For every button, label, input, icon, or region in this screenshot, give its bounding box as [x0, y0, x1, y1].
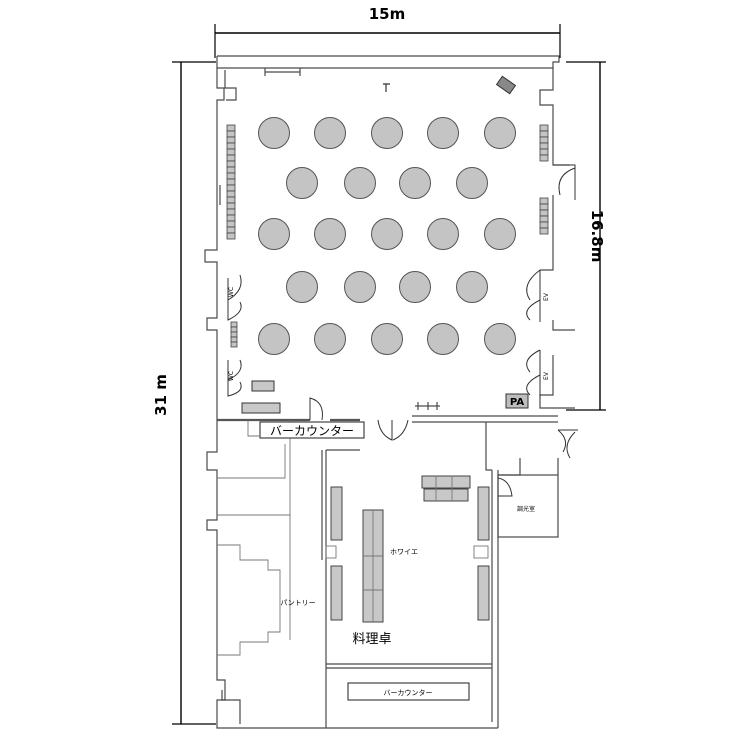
round-table — [258, 323, 290, 355]
round-table — [314, 218, 346, 250]
ev-label-upper: EV — [543, 292, 550, 301]
control-room-label: 調光室 — [517, 505, 535, 513]
pa-booth: PA — [505, 393, 529, 409]
stacked-chair — [230, 331, 238, 338]
stacked-chairs — [226, 124, 549, 348]
stacked-chair — [226, 220, 236, 228]
stacked-chair — [226, 196, 236, 204]
round-table — [344, 167, 376, 199]
pa-label: PA — [510, 397, 524, 408]
stacked-chair — [226, 166, 236, 174]
round-table — [344, 271, 376, 303]
wc-label-lower: WC — [228, 371, 235, 381]
width-dimension-label: 15m — [369, 5, 406, 23]
stacked-chair — [226, 208, 236, 216]
stacked-chair — [539, 148, 549, 156]
stacked-chair — [226, 142, 236, 150]
stacked-chair — [539, 215, 549, 223]
stacked-chair — [226, 160, 236, 168]
stacked-chair — [226, 172, 236, 180]
round-table — [399, 167, 431, 199]
round-table — [371, 218, 403, 250]
banquet-height-label: 16.8m — [588, 210, 606, 263]
stacked-chair — [539, 203, 549, 211]
width-dimension: 15m — [214, 5, 561, 58]
stacked-chair — [539, 221, 549, 229]
stacked-chair — [539, 142, 549, 150]
wc-label-upper: WC — [228, 287, 235, 297]
banquet-height-dimension: 16.8m — [566, 61, 606, 411]
round-table — [427, 117, 459, 149]
stacked-chair — [539, 227, 549, 235]
bar-counter-lower: バーカウンター — [347, 682, 470, 701]
round-table — [286, 271, 318, 303]
stacked-chair — [226, 178, 236, 186]
pantry-label: パントリー — [280, 599, 315, 607]
stacked-chair — [539, 130, 549, 138]
stacked-chair — [230, 326, 238, 333]
stacked-chair — [539, 197, 549, 205]
stacked-chair — [226, 154, 236, 162]
stacked-chair — [226, 136, 236, 144]
round-table — [456, 271, 488, 303]
round-table — [427, 218, 459, 250]
foyer-label: ホワイエ — [390, 548, 418, 556]
round-table — [314, 117, 346, 149]
stacked-chair — [539, 124, 549, 132]
stacked-chair — [226, 130, 236, 138]
bar-counter-upper-label: バーカウンター — [270, 424, 354, 438]
stacked-chair — [539, 136, 549, 144]
total-height-label: 31 m — [152, 374, 170, 416]
bar-counter-upper: バーカウンター — [241, 380, 365, 439]
cooking-table-label: 料理卓 — [352, 632, 391, 647]
round-table — [258, 218, 290, 250]
stacked-chair — [226, 184, 236, 192]
bar-counter-lower-label: バーカウンター — [384, 688, 433, 697]
stacked-chair — [230, 341, 238, 348]
doors — [227, 164, 578, 497]
stacked-chair — [226, 226, 236, 234]
round-table — [456, 167, 488, 199]
round-table — [427, 323, 459, 355]
total-height-dimension: 31 m — [152, 61, 216, 725]
stacked-chair — [226, 232, 236, 240]
stacked-chair — [226, 190, 236, 198]
round-table — [258, 117, 290, 149]
stacked-chair — [539, 209, 549, 217]
round-tables — [258, 117, 516, 355]
stacked-chair — [230, 336, 238, 343]
ev-label-lower: EV — [543, 371, 550, 380]
round-table — [371, 117, 403, 149]
microphone-icon — [383, 83, 390, 92]
round-table — [484, 323, 516, 355]
round-table — [484, 218, 516, 250]
round-table — [484, 117, 516, 149]
building-walls — [204, 55, 575, 729]
round-table — [314, 323, 346, 355]
stacked-chair — [226, 124, 236, 132]
stacked-chair — [226, 148, 236, 156]
stacked-chair — [226, 202, 236, 210]
stacked-chair — [230, 321, 238, 328]
round-table — [371, 323, 403, 355]
round-table — [399, 271, 431, 303]
round-table — [286, 167, 318, 199]
foyer-furniture — [330, 475, 490, 623]
stacked-chair — [226, 214, 236, 222]
top-equipment — [219, 68, 517, 410]
stacked-chair — [539, 154, 549, 162]
